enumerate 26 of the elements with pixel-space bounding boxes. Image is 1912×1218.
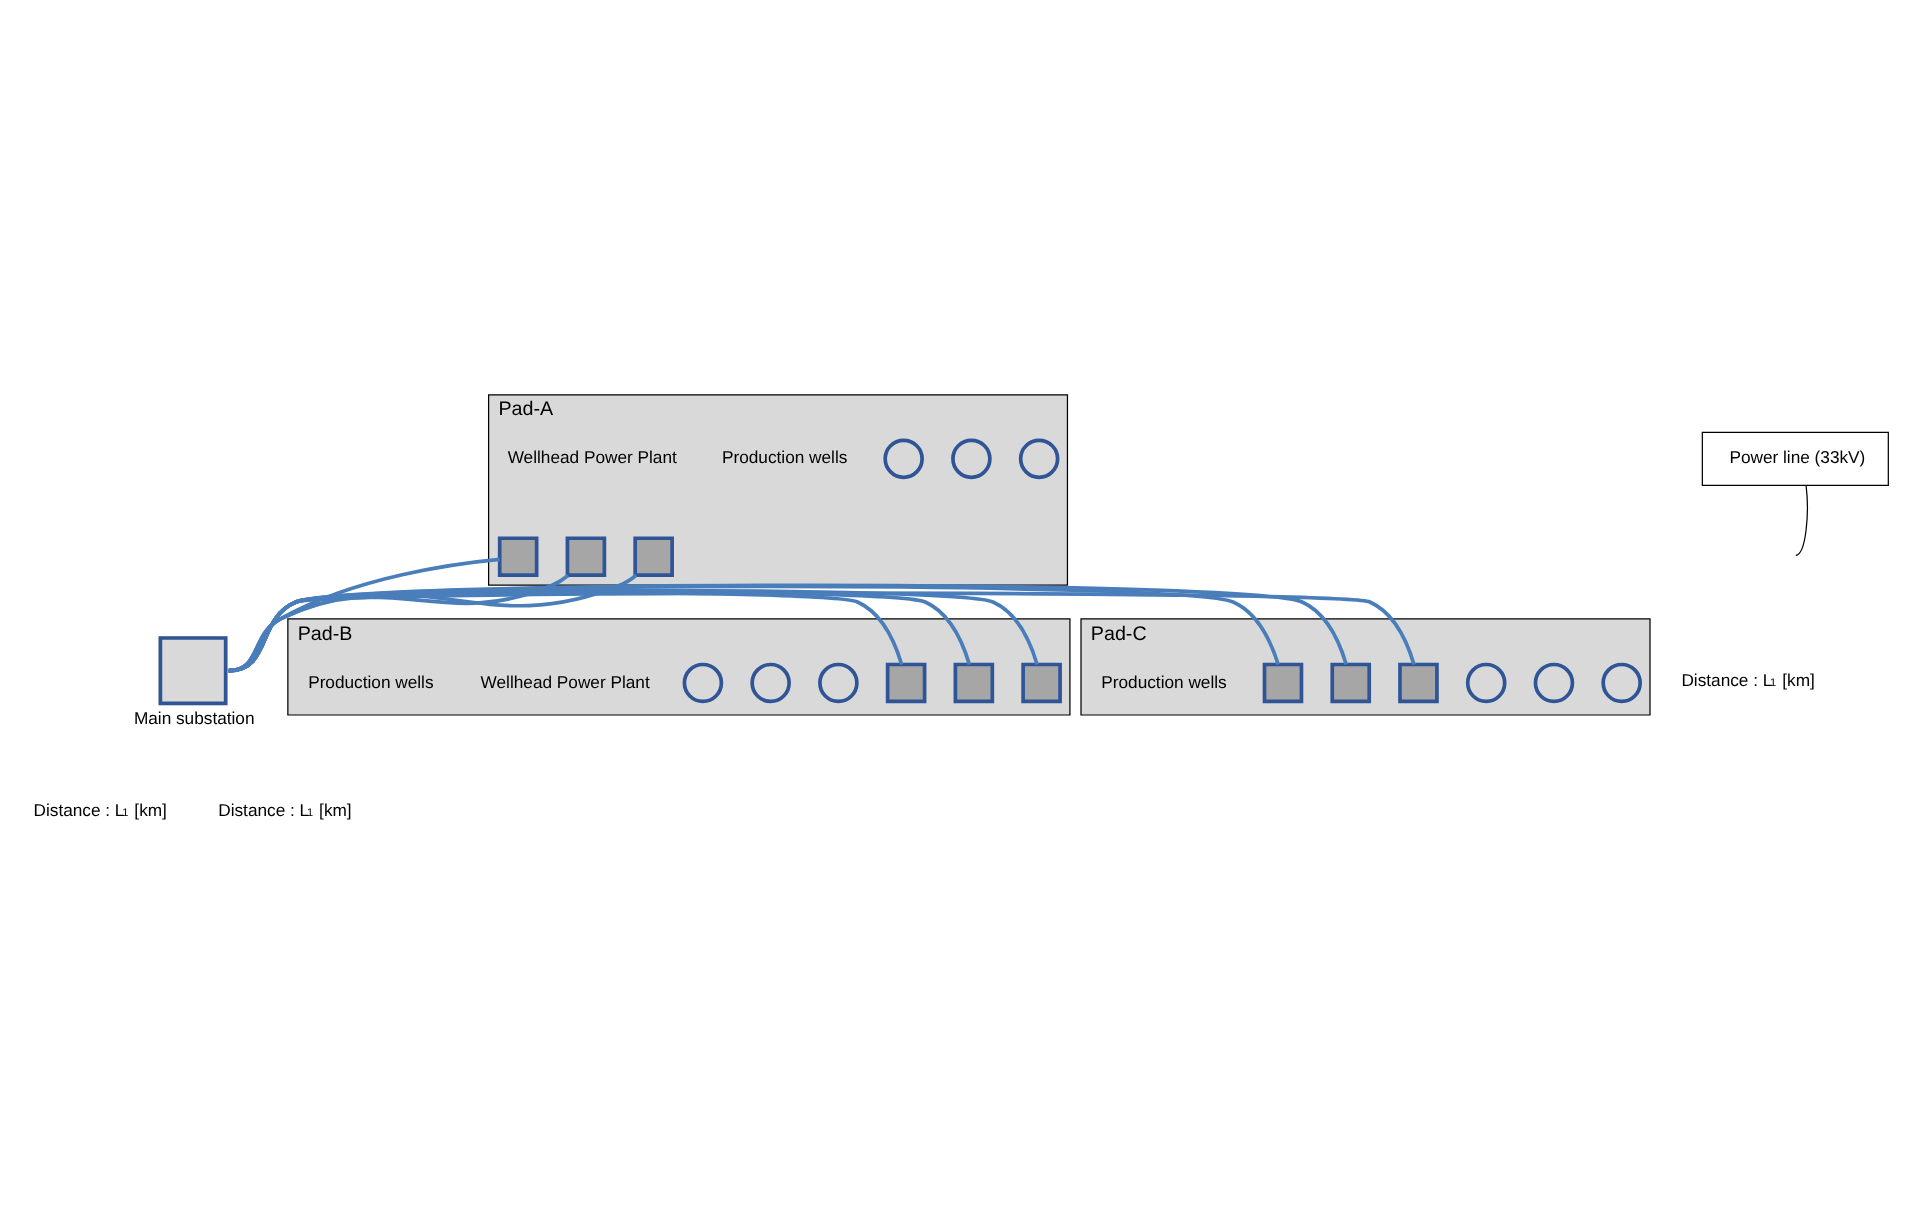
label: Production wells: [308, 670, 434, 691]
node-circle: [818, 661, 859, 703]
node-circle: [1465, 661, 1507, 703]
node-circle: [883, 437, 924, 479]
node-box: [633, 535, 674, 577]
label: Production wells: [1101, 670, 1227, 691]
node-circle: [1601, 661, 1642, 703]
node-label: Main substation: [133, 706, 255, 727]
node-circle: [682, 661, 724, 703]
node-box: [1330, 661, 1372, 703]
label: Wellhead Power Plant: [480, 670, 650, 691]
label: Production wells: [722, 446, 848, 467]
node-circle: [1018, 437, 1060, 479]
node-box: [1021, 661, 1062, 703]
label: Wellhead Power Plant: [507, 446, 677, 467]
node-box: [885, 661, 927, 703]
node-circle: [951, 437, 992, 479]
node-circle: [1533, 661, 1575, 703]
node-circle: [750, 661, 791, 703]
connector: [1795, 484, 1808, 556]
node-box: Power line (33kV): [1701, 430, 1889, 485]
node-box: [953, 661, 995, 703]
node-box: [497, 535, 539, 577]
node-box: [565, 535, 607, 577]
node-box: [1398, 661, 1439, 703]
node-box: [1262, 661, 1304, 703]
